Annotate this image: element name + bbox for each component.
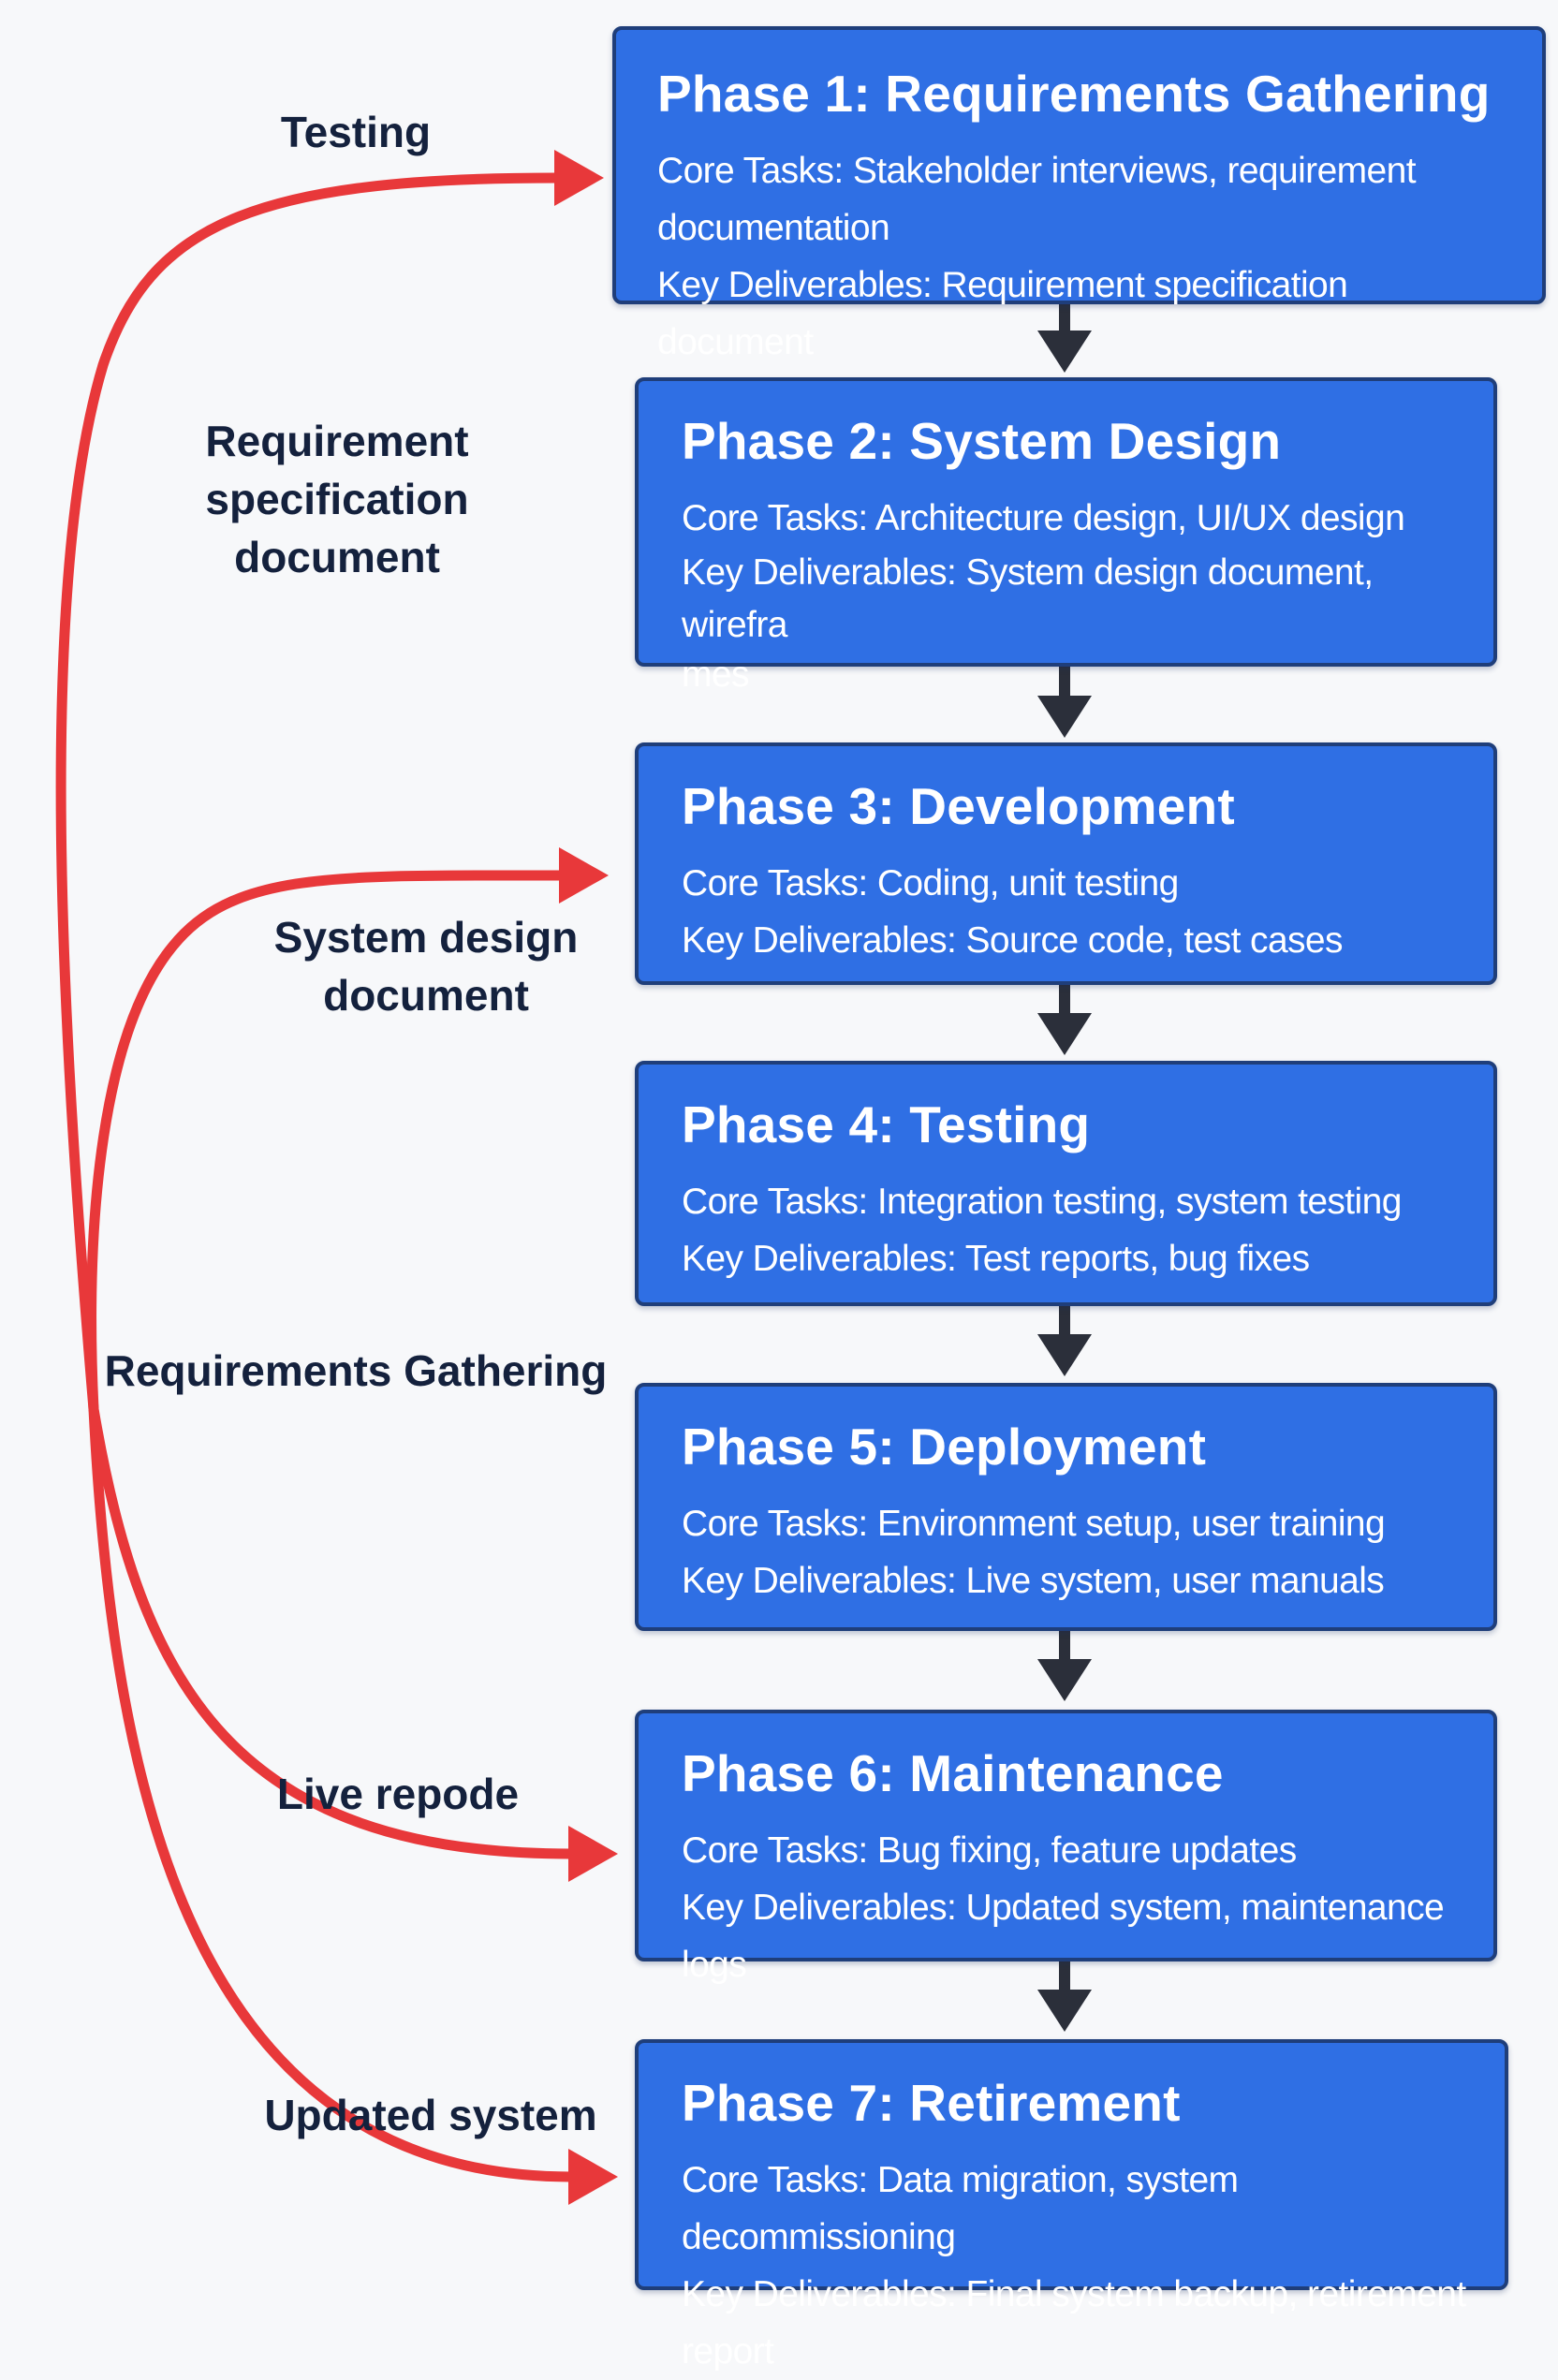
label-testing: Testing [280,108,432,156]
phase-4-key-deliverables: Key Deliverables: Test reports, bug fixe… [682,1238,1310,1279]
down-arrow-1-2 [1037,304,1092,373]
down-arrow-4-5 [1037,1306,1092,1376]
phase-2-core-tasks: Core Tasks: Architecture design, UI/UX d… [682,497,1405,538]
phase-7-key-deliverables: Key Deliverables: Final system backup, r… [682,2273,1466,2372]
label-requirement-spec-line-2: specification document [205,475,469,581]
label-system-design-document: System design document [243,908,609,1024]
phase-1-key-deliverables: Key Deliverables: Requirement specificat… [657,264,1348,362]
phase-1-title: Phase 1: Requirements Gathering [657,65,1491,123]
phase-1-core-tasks: Core Tasks: Stakeholder interviews, requ… [657,150,1417,248]
phase-5-key-deliverables: Key Deliverables: Live system, user manu… [682,1560,1385,1601]
phase-3-core-tasks: Core Tasks: Coding, unit testing [682,862,1179,904]
label-updated-system: Updated system [264,2091,597,2139]
phase-2-key-deliverables: Key Deliverables: System design document… [682,551,1374,645]
phase-6-core-tasks: Core Tasks: Bug fixing, feature updates [682,1829,1297,1871]
phase-5-title: Phase 5: Deployment [682,1418,1207,1476]
phase-3-key-deliverables: Key Deliverables: Source code, test case… [682,919,1344,961]
phase-5-core-tasks: Core Tasks: Environment setup, user trai… [682,1503,1386,1544]
phase-6-key-deliverables: Key Deliverables: Updated system, mainte… [682,1887,1445,1985]
down-arrow-6-7 [1037,1961,1092,2032]
down-arrow-3-4 [1037,985,1092,1055]
phase-4-core-tasks: Core Tasks: Integration testing, system … [682,1181,1402,1222]
label-requirements-gathering: Requirements Gathering [104,1346,608,1395]
phase-2-box: Phase 2: System Design Core Tasks: Archi… [635,377,1497,695]
phase-2-key-deliverables-cont: mes [682,654,749,695]
feedback-curve-to-phase-7 [88,1403,577,2182]
down-arrow-5-6 [1037,1631,1092,1701]
label-system-design-line-1: System design [273,913,579,962]
phase-6-box: Phase 6: Maintenance Core Tasks: Bug fix… [635,1710,1497,1985]
feedback-arrowhead-phase-3 [559,847,609,904]
feedback-arrowhead-phase-1 [554,150,604,206]
phase-6-title: Phase 6: Maintenance [682,1744,1224,1802]
feedback-arrowhead-phase-6 [568,1826,618,1882]
phase-3-box: Phase 3: Development Core Tasks: Coding,… [635,742,1497,985]
phase-1-box: Phase 1: Requirements Gathering Core Tas… [612,26,1546,362]
phase-5-box: Phase 5: Deployment Core Tasks: Environm… [635,1383,1497,1631]
label-system-design-line-2: document [323,971,529,1020]
feedback-arrowhead-phase-7 [568,2149,618,2205]
phase-3-title: Phase 3: Development [682,777,1235,835]
feedback-curve-to-phase-6 [88,1403,577,1859]
phase-7-title: Phase 7: Retirement [682,2074,1181,2132]
phase-7-box: Phase 7: Retirement Core Tasks: Data mig… [635,2039,1508,2372]
phase-2-title: Phase 2: System Design [682,412,1282,470]
label-requirement-spec: Requirement specification document [103,412,571,586]
label-requirement-spec-line-1: Requirement [205,417,469,465]
phase-4-box: Phase 4: Testing Core Tasks: Integration… [635,1061,1497,1306]
phase-4-title: Phase 4: Testing [682,1095,1091,1153]
phase-7-core-tasks: Core Tasks: Data migration, system decom… [682,2159,1239,2257]
down-arrow-2-3 [1037,667,1092,738]
feedback-curve-to-phase-3 [86,870,567,1415]
label-live-repode: Live repode [276,1770,520,1818]
feedback-curve-to-phase-1 [55,172,563,1415]
